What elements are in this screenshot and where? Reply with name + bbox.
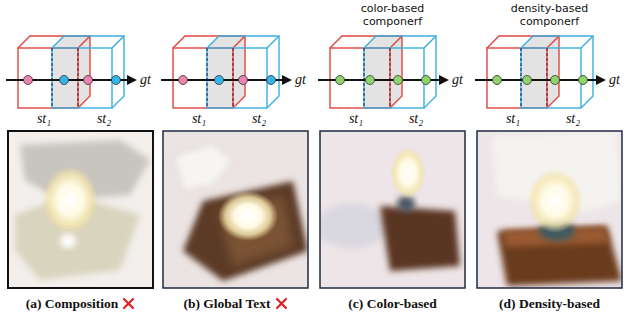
overlap-edge	[77, 48, 78, 108]
overlap-edge	[520, 48, 521, 108]
cross-mark	[122, 297, 135, 310]
sample-point	[84, 76, 93, 85]
overlap-region	[364, 36, 402, 108]
cube-edge	[233, 36, 245, 48]
sample-label: st₂	[409, 111, 423, 126]
cube-edge	[581, 36, 593, 48]
sample-point	[336, 76, 345, 85]
cube-edge	[267, 36, 279, 48]
subfigure-caption: (a) Composition	[26, 296, 119, 312]
cube-edge	[112, 36, 124, 48]
overlap-edge	[232, 48, 233, 108]
sample-point	[579, 76, 588, 85]
sample-point	[24, 76, 33, 85]
sample-label: st₂	[566, 111, 580, 126]
cube-front	[364, 48, 424, 108]
cube-back	[207, 36, 279, 108]
cube-back	[364, 36, 436, 108]
sampling-diagram	[6, 36, 137, 108]
sample-point	[493, 76, 502, 85]
overlap-edge	[363, 48, 364, 108]
sampling-diagram	[161, 36, 292, 108]
axis-label: gt	[609, 72, 620, 87]
sample-point	[366, 76, 375, 85]
sample-point	[60, 76, 69, 85]
cube-edge	[547, 36, 559, 48]
cross-stroke	[124, 299, 133, 308]
sample-point	[239, 76, 248, 85]
cube-edge	[390, 36, 402, 48]
overlap-edge	[51, 48, 52, 108]
overlap-edge	[389, 48, 390, 108]
sample-point	[422, 76, 431, 85]
cube-front	[52, 48, 112, 108]
arrow-head	[127, 75, 137, 85]
sample-label: st₁	[37, 111, 51, 126]
sampling-diagram	[318, 36, 449, 108]
sample-point	[551, 76, 560, 85]
cube-front	[18, 48, 78, 108]
sample-point	[179, 76, 188, 85]
cube-edge	[424, 36, 436, 48]
cross-mark	[275, 297, 288, 310]
sample-label: st₂	[97, 111, 111, 126]
arrow-head	[596, 75, 606, 85]
cube-diagrams	[6, 36, 606, 108]
method-label: color-based componerf	[351, 2, 435, 28]
render-b	[163, 131, 308, 288]
method-label: density-based componerf	[508, 2, 592, 28]
sample-point	[394, 76, 403, 85]
subfigure-caption: (b) Global Text	[183, 296, 270, 312]
render-a	[8, 131, 153, 288]
cube-front	[487, 48, 547, 108]
subfigure-caption: (d) Density-based	[499, 296, 600, 312]
cube-back	[521, 36, 593, 108]
cross-stroke	[124, 299, 133, 308]
sample-label: st₂	[252, 111, 266, 126]
arrow-head	[439, 75, 449, 85]
render-c	[316, 131, 465, 288]
overlap-region	[521, 36, 559, 108]
overlap-region	[52, 36, 90, 108]
sample-point	[112, 76, 121, 85]
sample-point	[523, 76, 532, 85]
axis-label: gt	[295, 72, 306, 87]
sample-point	[215, 76, 224, 85]
cube-front	[521, 48, 581, 108]
cube-front	[330, 48, 390, 108]
cross-stroke	[277, 299, 286, 308]
cross-stroke	[277, 299, 286, 308]
render-d	[477, 131, 622, 288]
sample-point	[267, 76, 276, 85]
axis-label: gt	[140, 72, 151, 87]
cube-back	[52, 36, 124, 108]
sampling-diagram	[475, 36, 606, 108]
overlap-region	[207, 36, 245, 108]
cube-front	[173, 48, 233, 108]
sample-label: st₁	[349, 111, 363, 126]
axis-label: gt	[452, 72, 463, 87]
overlap-edge	[546, 48, 547, 108]
sample-label: st₁	[506, 111, 520, 126]
cube-edge	[78, 36, 90, 48]
sample-label: st₁	[192, 111, 206, 126]
arrow-head	[282, 75, 292, 85]
overlap-edge	[206, 48, 207, 108]
cube-front	[207, 48, 267, 108]
subfigure-caption: (c) Color-based	[348, 296, 436, 312]
